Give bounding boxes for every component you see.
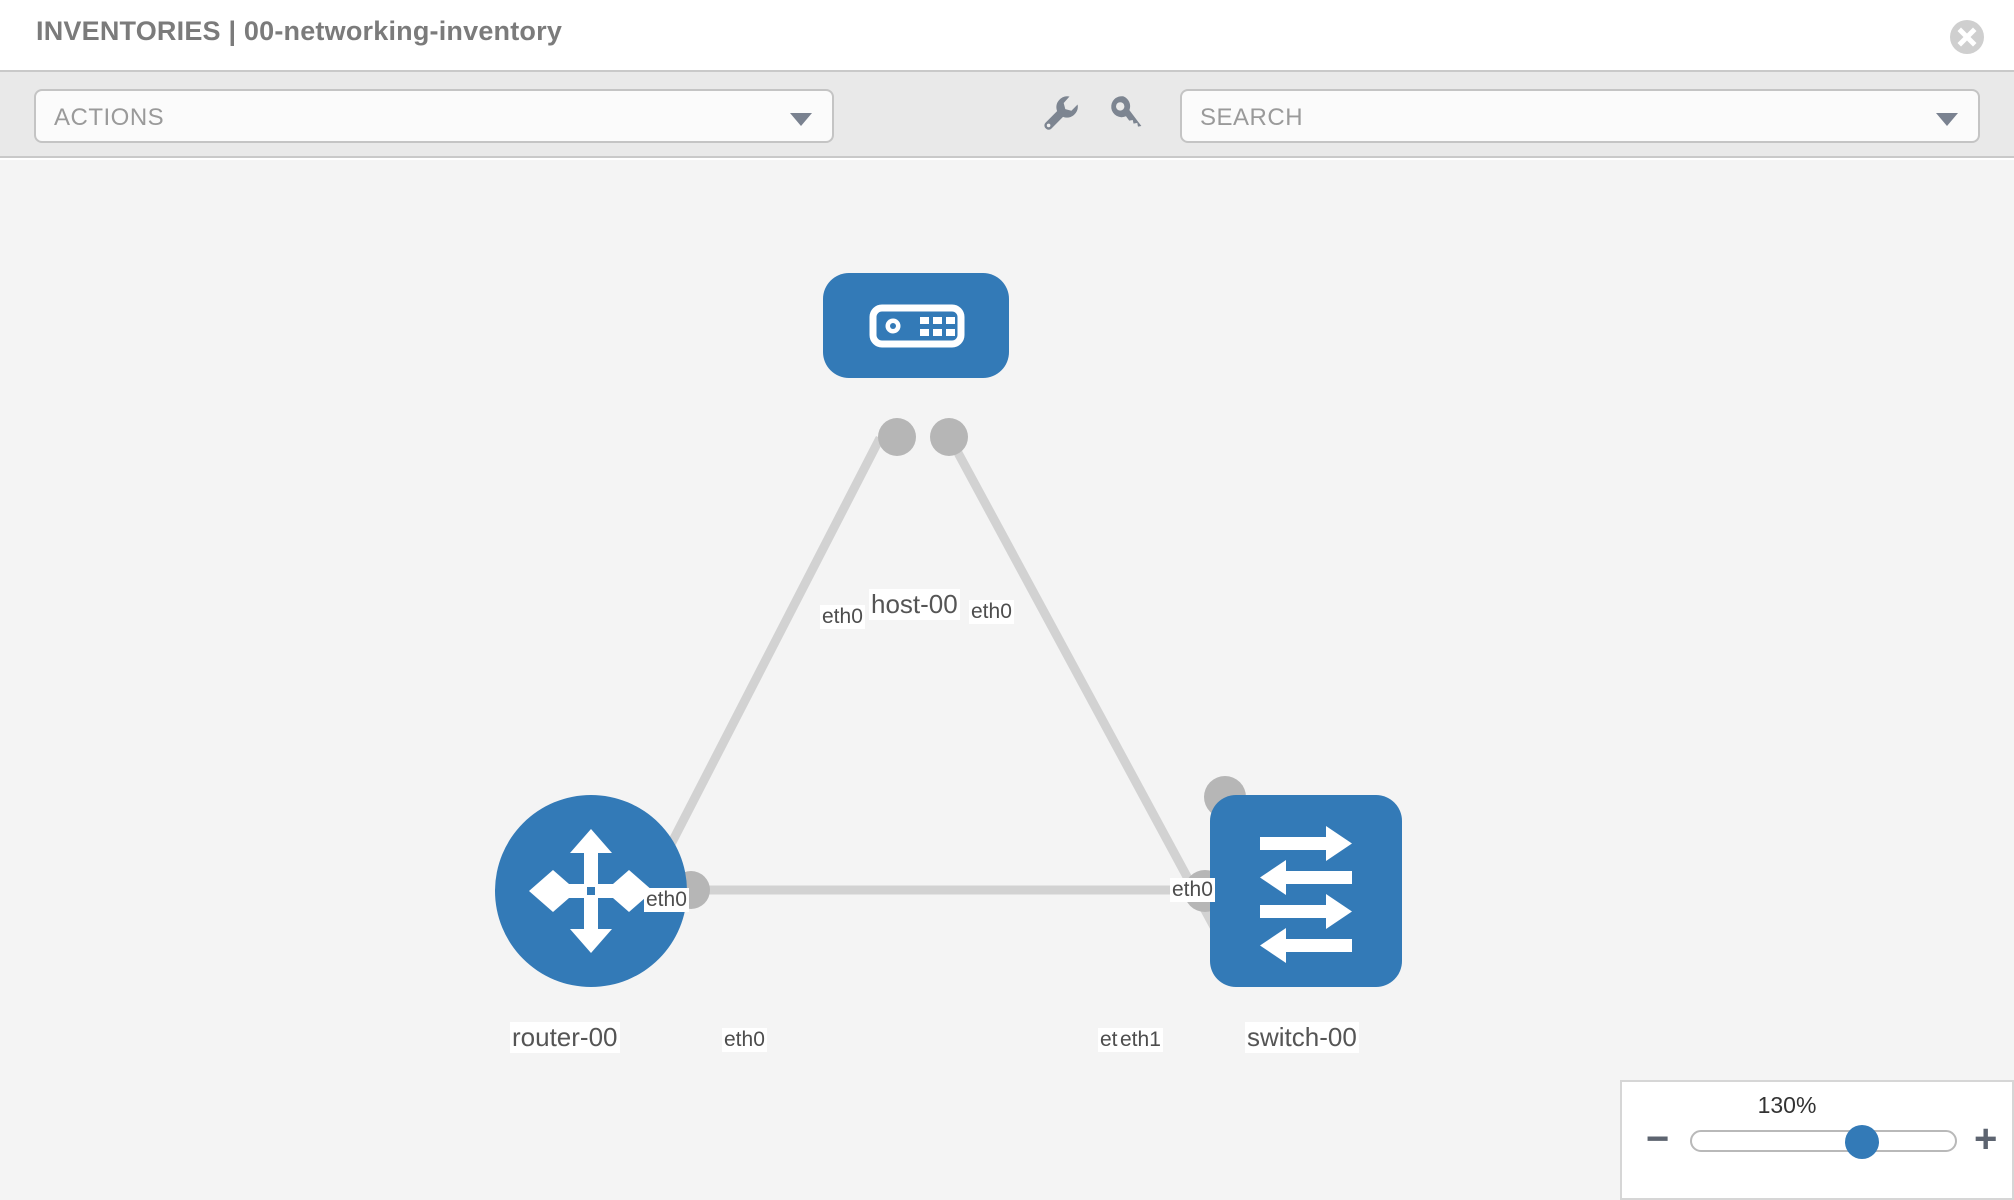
zoom-control-panel: 130% − + (1620, 1080, 2014, 1200)
close-button[interactable] (1950, 20, 1984, 54)
router-arrows-icon (529, 829, 653, 953)
toolbar: ACTIONS SEARCH (0, 70, 2014, 158)
edge-label-switch-up: eth0 (1170, 878, 1215, 902)
edge-label-host-right: eth0 (969, 600, 1014, 624)
topology-edges (627, 435, 1236, 963)
node-host-00[interactable] (823, 273, 1009, 378)
actions-dropdown-label: ACTIONS (54, 104, 165, 131)
page-title: INVENTORIES | 00-networking-inventory (36, 16, 563, 46)
zoom-in-button[interactable]: + (1974, 1117, 1998, 1161)
edge-label-host-left: eth0 (820, 605, 865, 629)
search-input[interactable]: SEARCH (1180, 89, 1980, 143)
host-node-shape (823, 273, 1009, 378)
switch-node-shape (1210, 795, 1402, 987)
switch-arrows-icon (1260, 826, 1352, 963)
zoom-slider-thumb[interactable] (1845, 1125, 1880, 1159)
topology-canvas[interactable]: host-00 router-00 (0, 160, 2014, 1200)
node-label-host-00: host-00 (869, 589, 960, 620)
connector-host-left (878, 418, 916, 456)
close-icon (1957, 27, 1977, 47)
actions-dropdown[interactable]: ACTIONS (34, 89, 834, 143)
node-switch-00[interactable] (1210, 795, 1402, 987)
edge-label-router-up: eth0 (644, 888, 689, 912)
edge-label-router-right: eth0 (722, 1028, 767, 1052)
edge-host-router (627, 435, 885, 923)
zoom-level-value: 130% (1757, 1092, 1817, 1118)
node-label-router-00: router-00 (510, 1022, 620, 1053)
zoom-out-button[interactable]: − (1646, 1117, 1670, 1161)
server-icon (869, 304, 965, 348)
wrench-icon[interactable] (1038, 90, 1082, 134)
key-icon[interactable] (1105, 90, 1149, 134)
search-placeholder: SEARCH (1200, 104, 1304, 131)
chevron-down-icon (790, 113, 812, 126)
search-chevron-down-icon (1936, 113, 1958, 126)
connector-host-right (930, 418, 968, 456)
zoom-slider-track[interactable] (1690, 1125, 1957, 1159)
edge-label-switch-left-b: eth1 (1118, 1028, 1163, 1052)
page-header: INVENTORIES | 00-networking-inventory (0, 0, 2014, 70)
edge-host-switch (946, 435, 1236, 963)
node-label-switch-00: switch-00 (1245, 1022, 1359, 1053)
